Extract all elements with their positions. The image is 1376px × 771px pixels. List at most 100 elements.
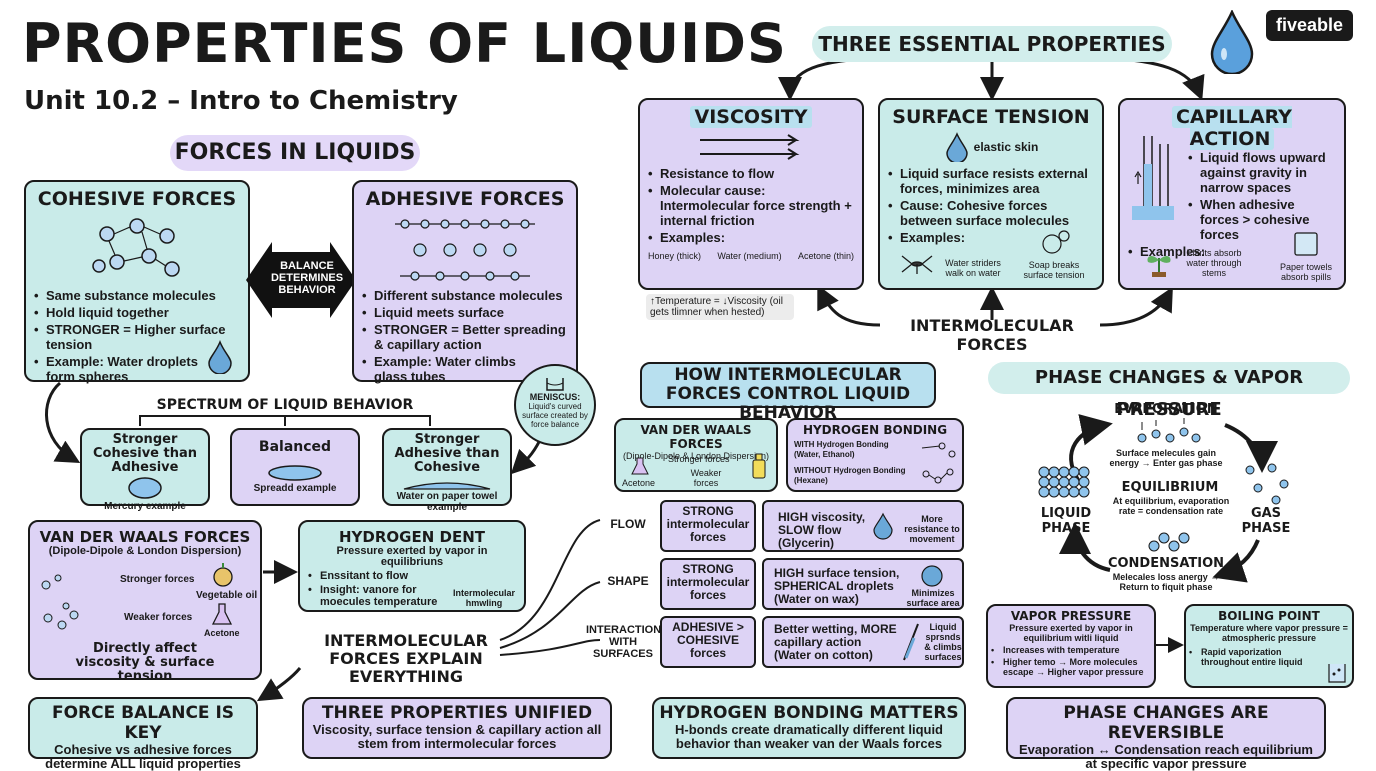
spread-droplet-icon (268, 465, 322, 481)
cohesive-molecules-icon (92, 218, 180, 277)
flow-cause: STRONG intermolecular forces (660, 500, 756, 552)
spectrum-example: Mercury example (104, 501, 186, 512)
bullet: When adhesive forces > cohesive forces (1188, 197, 1336, 242)
row-label-interaction: INTERACTION WITH SURFACES (586, 624, 662, 660)
adhesive-bullets: Different substance molecules Liquid mee… (362, 288, 568, 384)
control-hb-box: HYDROGEN BONDING WITH Hydrogen Bonding (… (786, 418, 964, 492)
oil-bottle-icon (752, 453, 766, 479)
cohesive-title: COHESIVE FORCES (37, 188, 237, 210)
interaction-cause: ADHESIVE > COHESIVE forces (660, 616, 756, 668)
spectrum-label: Balanced (258, 439, 332, 455)
flask-icon (211, 603, 233, 625)
bottom-title: PHASE CHANGES ARE REVERSIBLE (1063, 703, 1269, 743)
meniscus-title: MENISCUS: (529, 392, 581, 402)
liquid-phase-label: LIQUID PHASE (1040, 506, 1092, 536)
bullet: Different substance molecules (362, 288, 568, 303)
example: Acetone (thin) (797, 251, 854, 261)
page-subtitle: Unit 10.2 – Intro to Chemistry (24, 86, 458, 116)
spectrum-example: Spreadd example (253, 483, 337, 494)
adhesive-forces-box: ADHESIVE FORCES Different substance mole… (352, 180, 578, 384)
surface-ex1: Water striders walk on water (945, 258, 1001, 278)
bullet: Liquid surface resists external forces, … (888, 166, 1094, 196)
control-vdw-acetone: Acetone (622, 478, 656, 488)
bullet: Examples: (888, 230, 1094, 245)
control-hb-without: WITHOUT Hydrogen Bonding (Hexane) (794, 466, 906, 485)
capillary-examples-label-list: Examples: (1128, 244, 1336, 259)
control-hb-with: WITH Hydrogen Bonding (Water, Ethanol) (794, 440, 889, 459)
mercury-droplet-icon (128, 477, 162, 499)
bullet: Higher temo → More molecules escape → Hi… (991, 657, 1151, 677)
bottom-hydrogen-bonding: HYDROGEN BONDING MATTERS H-bonds create … (652, 697, 966, 759)
surface-ex2: Soap breaks surface tension (1023, 260, 1085, 280)
liquid-phase-molecules-icon (1038, 466, 1090, 498)
adhesive-title: ADHESIVE FORCES (365, 188, 565, 210)
imf-explain-label: INTERMOLECULAR FORCES EXPLAIN EVERYTHING (324, 631, 488, 686)
evaporation-label: EVAPORATION (1114, 402, 1218, 417)
bp-sub: Temperature where vapor pressure = atmos… (1190, 623, 1348, 643)
hdent-sub: Pressure exerted by vapor in equilibriun… (336, 545, 488, 568)
drop-icon (873, 512, 893, 540)
elastic-skin-row: elastic skin (888, 132, 1094, 162)
cohesive-forces-box: COHESIVE FORCES Same substance molecules… (24, 180, 250, 384)
forces-in-liquids-pill: FORCES IN LIQUIDS (170, 135, 420, 171)
bottom-three-properties: THREE PROPERTIES UNIFIED Viscosity, surf… (302, 697, 612, 759)
interaction-effect: Better wetting, MORE capillary action (W… (762, 616, 964, 668)
plant-icon (1147, 256, 1171, 277)
molecular-structures-icon (921, 442, 956, 484)
shape-cause: STRONG intermolecular forces (660, 558, 756, 610)
capillary-bullets: Liquid flows upward against gravity in n… (1188, 150, 1336, 242)
condensation-note: Melecales loss anergy → Return to fiquit… (1112, 572, 1220, 592)
vdw-title: VAN DER WAALS FORCES (39, 528, 251, 546)
interaction-note: Liquid sprsnds & climbs surfaces (924, 622, 962, 662)
spectrum-label: Stronger Cohesive than Adhesive (92, 432, 198, 475)
three-properties-pill: THREE ESSENTIAL PROPERTIES (812, 26, 1172, 62)
hdent-bullets: Enssitant to flow Insight: vanore for mo… (308, 570, 448, 608)
spectrum-title: SPECTRUM OF LIQUID BEHAVIOR (156, 397, 414, 413)
control-vdw-title: VAN DER WAALS FORCES (640, 423, 752, 451)
example: Honey (thick) (648, 251, 702, 261)
surface-title: SURFACE TENSION (892, 106, 1090, 128)
flow-note: More resistance to movement (904, 514, 960, 544)
bullet: Liquid meets surface (362, 305, 568, 320)
equilibrium-note: At equilibrium, evaporation rate = conde… (1112, 496, 1230, 516)
hdent-title: HYDROGEN DENT (339, 528, 485, 546)
bullet: Enssitant to flow (308, 570, 448, 582)
viscosity-title: VISCOSITY (690, 106, 812, 128)
cohesive-bullets: Same substance molecules Hold liquid tog… (34, 288, 240, 384)
vapor-pressure-box: VAPOR PRESSURE Pressure exerted by vapor… (986, 604, 1156, 688)
bullet: STRONGER = Better spreading & capillary … (362, 322, 568, 352)
bottom-title: FORCE BALANCE IS KEY (51, 703, 235, 743)
viscosity-bullets: Resistance to flow Molecular cause: Inte… (648, 166, 854, 245)
molecule-cluster-icon (41, 574, 79, 630)
surface-tension-box: SURFACE TENSION elastic skin Liquid surf… (878, 98, 1104, 290)
equilibrium-label: EQUILIBRIUM (1121, 480, 1219, 495)
spectrum-label: Stronger Adhesive than Cohesive (394, 432, 500, 475)
balance-double-arrow (246, 242, 356, 318)
imf-label: INTERMOLECULAR FORCES (910, 316, 1074, 354)
vdw-footer: Directly affect viscosity & surface tens… (75, 641, 215, 684)
vdw-forces-box: VAN DER WAALS FORCES (Dipole-Dipole & Lo… (28, 520, 262, 684)
fiveable-logo: fiveable (1266, 10, 1354, 41)
vdw-sub: (Dipole-Dipole & London Dispersion) (48, 545, 242, 557)
balance-label: BALANCE DETERMINES BEHAVIOR (270, 260, 344, 296)
cotton-wick-icon (903, 623, 919, 661)
bullet: Hold liquid together (34, 305, 240, 320)
adhesive-molecules-icon (395, 219, 535, 281)
paper-towel-icon (1294, 232, 1318, 256)
control-vdw-box: VAN DER WAALS FORCES (Dipole-Dipole & Lo… (614, 418, 778, 492)
bullet: Same substance molecules (34, 288, 240, 303)
viscosity-temp-note: ↑Temperature = ↓Viscosity (oil gets tlim… (646, 294, 794, 320)
shape-effect-text: HIGH surface tension, SPHERICAL droplets… (774, 566, 900, 606)
interaction-effect-text: Better wetting, MORE capillary action (W… (774, 622, 897, 662)
capillary-ex1: Plants absorb water through stems (1186, 248, 1242, 278)
hdent-note: Intermolecular hmwling (452, 588, 516, 608)
droplet-icon (208, 340, 232, 374)
surface-bullets: Liquid surface resists external forces, … (888, 166, 1094, 245)
bottom-text: Evaporation ↔ Condensation reach equilib… (1019, 742, 1313, 771)
beaker-icon (546, 378, 564, 391)
control-vdw-stronger: Stronger forces (668, 454, 730, 464)
elastic-skin-label: elastic skin (973, 140, 1039, 154)
bullet: Molecular cause: Intermolecular force st… (648, 183, 854, 228)
flow-effect: HIGH viscosity, SLOW flow (Glycerin) Mor… (762, 500, 964, 552)
